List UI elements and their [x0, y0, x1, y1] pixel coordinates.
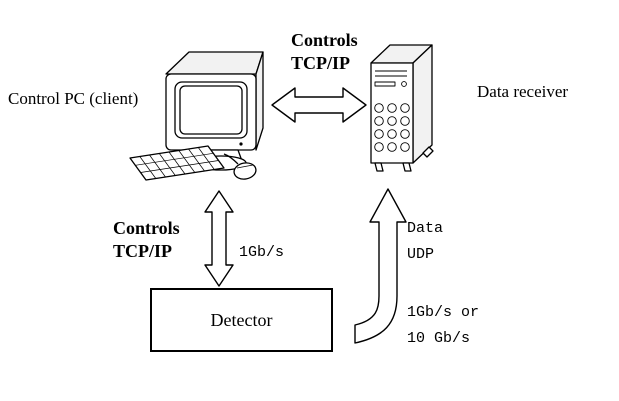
pc-detector-rate-label: 1Gb/s — [239, 244, 285, 261]
desktop-computer-icon — [129, 51, 264, 181]
double-arrow-pc-detector-icon — [204, 190, 234, 287]
double-arrow-pc-receiver-icon — [271, 87, 367, 123]
pc-detector-link-label: Controls TCP/IP — [113, 218, 180, 261]
detector-receiver-link-label: Data UDP — [407, 220, 444, 263]
detector-label: Detector — [210, 309, 273, 330]
data-receiver-label: Data receiver — [477, 82, 569, 101]
curved-arrow-detector-receiver-icon — [354, 188, 407, 344]
tower-server-icon — [370, 44, 434, 172]
control-pc-label: Control PC (client) — [8, 89, 139, 108]
detector-receiver-rate-label: 1Gb/s or 10 Gb/s — [407, 304, 480, 347]
detector-node: Detector — [150, 288, 333, 352]
pc-receiver-link-label: Controls TCP/IP — [291, 30, 358, 73]
